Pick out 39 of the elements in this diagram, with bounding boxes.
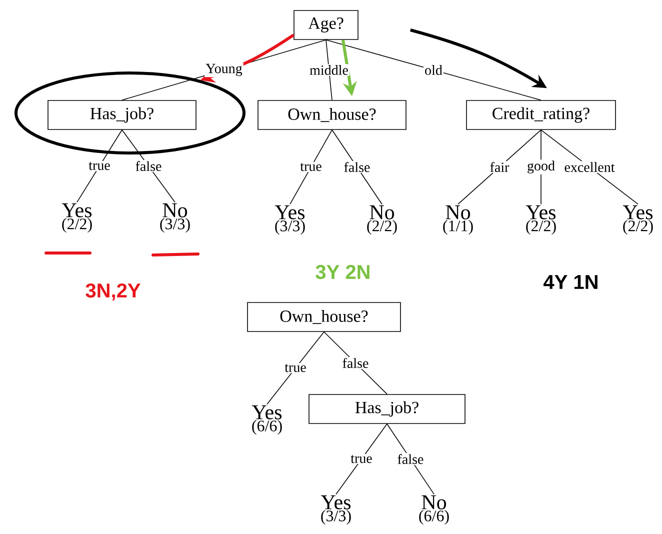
handwritten-note: 3N,2Y [86,283,140,301]
edge-label: Young [204,62,244,78]
leaf-label: No (6/6) [419,495,449,525]
leaf-label: Yes (2/2) [622,205,653,235]
edge-label: good [526,160,556,174]
edge-label: fair [488,161,510,174]
edge-label: false [342,161,372,174]
edge-label: true [284,363,308,374]
edge-label: false [134,160,163,172]
leaf-label: No (2/2) [367,205,397,235]
decision-box: Own_house? [247,302,401,332]
edge-label: true [88,161,112,172]
edge-label: true [350,454,374,464]
handwritten-note: 3Y 2N [316,264,370,280]
decision-box: Has_job? [308,394,466,424]
decision-box: Has_job? [48,100,196,130]
decision-box: Age? [294,10,358,40]
edge-label: false [396,453,425,466]
decision-box: Credit_rating? [466,100,616,130]
branch-line [266,332,324,405]
branch-line [336,424,388,495]
branch-line [326,40,542,100]
decision-box: Own_house? [258,100,406,130]
branch-line [458,130,542,205]
edge-label: false [341,357,370,369]
edge-label: excellent [563,161,616,173]
branch-line [290,130,332,205]
edge-label: middle [308,64,350,76]
branch-line [76,130,122,203]
leaf-label: Yes (3/3) [274,205,305,235]
leaf-label: Yes (2/2) [526,205,556,235]
leaf-label: Yes (3/3) [320,495,351,525]
leaf-label: Yes (2/2) [62,203,92,233]
handwritten-note: 4Y 1N [544,275,598,289]
leaf-label: No (3/3) [160,203,190,233]
edge-label: old [424,64,444,76]
leaf-label: Yes (6/6) [252,405,282,435]
edge-label: true [299,162,323,172]
leaf-label: No (1/1) [443,205,473,235]
